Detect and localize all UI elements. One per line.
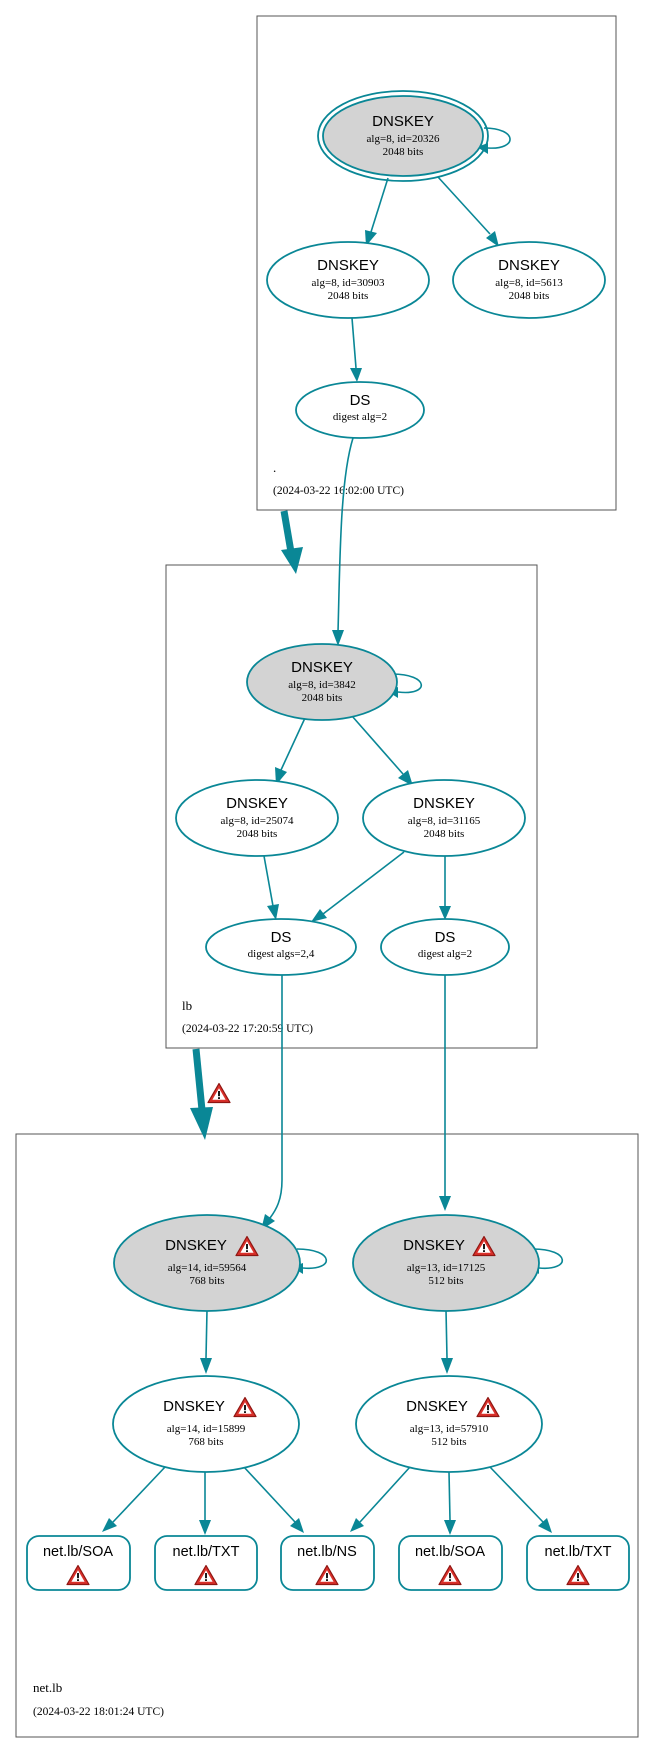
node-detail: digest algs=2,4 <box>248 948 315 960</box>
node-key-size: 2048 bits <box>509 290 550 302</box>
rrset-label: net.lb/TXT <box>545 1544 612 1560</box>
node-detail: digest alg=2 <box>333 411 387 423</box>
delegation-arrow-root-lb <box>280 510 303 574</box>
node-title: DNSKEY <box>413 795 475 812</box>
dnskey-node-root-ksk: DNSKEY alg=8, id=20326 2048 bits <box>317 90 489 182</box>
dnskey-node-root-zsk2: DNSKEY alg=8, id=5613 2048 bits <box>452 241 606 319</box>
rrset-label: net.lb/SOA <box>415 1544 485 1560</box>
edge-lb-ds1-net-ksk1 <box>261 975 283 1230</box>
node-key-size: 768 bits <box>189 1275 224 1287</box>
dnskey-node-lb-ksk: DNSKEY alg=8, id=3842 2048 bits <box>246 643 398 721</box>
rrset-node-soa-2: net.lb/SOA <box>398 1535 503 1591</box>
edge-net-ksk1-zsk1 <box>200 1309 212 1374</box>
node-detail: alg=8, id=30903 <box>312 277 385 289</box>
node-detail: alg=8, id=20326 <box>367 133 440 145</box>
node-key-size: 768 bits <box>188 1436 223 1448</box>
dnskey-node-net-zsk2: DNSKEY alg=13, id=57910 512 bits <box>355 1375 543 1473</box>
node-detail: alg=14, id=59564 <box>168 1262 247 1274</box>
node-title: DNSKEY <box>498 257 560 274</box>
edge-net-ksk2-zsk2 <box>441 1309 453 1374</box>
node-key-size: 2048 bits <box>383 146 424 158</box>
node-detail: alg=8, id=3842 <box>288 679 355 691</box>
zone-timestamp-root: (2024-03-22 16:02:00 UTC) <box>273 485 404 497</box>
delegation-warning-icon <box>207 1082 231 1104</box>
rrset-label: net.lb/NS <box>297 1544 357 1560</box>
node-key-size: 2048 bits <box>328 290 369 302</box>
edge-root-ksk-zsk1 <box>365 177 389 246</box>
node-title: DS <box>350 392 371 409</box>
dnskey-node-net-ksk1: DNSKEY alg=14, id=59564 768 bits <box>113 1214 301 1312</box>
node-title: DS <box>435 929 456 946</box>
edge-net-zsk1-ns <box>242 1465 304 1533</box>
node-title: DNSKEY <box>317 257 379 274</box>
node-key-size: 512 bits <box>431 1436 466 1448</box>
zone-timestamp-netlb: (2024-03-22 18:01:24 UTC) <box>33 1706 164 1718</box>
node-title: DNSKEY <box>226 795 288 812</box>
delegation-arrow-lb-netlb <box>190 1048 213 1140</box>
node-key-size: 2048 bits <box>237 828 278 840</box>
node-key-size: 2048 bits <box>424 828 465 840</box>
zone-name-lb: lb <box>182 998 192 1013</box>
edge-root-ds-lb-ksk <box>332 437 354 646</box>
edge-net-zsk2-txt2 <box>488 1465 552 1533</box>
edge-net-zsk1-txt1 <box>199 1472 211 1535</box>
rrset-label: net.lb/SOA <box>43 1544 113 1560</box>
node-title: DNSKEY <box>372 113 434 130</box>
node-detail: alg=14, id=15899 <box>167 1423 246 1435</box>
zone-name-netlb: net.lb <box>33 1680 62 1695</box>
rrset-node-soa-1: net.lb/SOA <box>26 1535 131 1591</box>
edge-lb-ksk-zsk2 <box>351 715 413 786</box>
zone-name-root: . <box>273 460 276 475</box>
edge-lb-ksk-zsk1 <box>275 717 306 785</box>
node-detail: alg=8, id=5613 <box>495 277 563 289</box>
zone-box-root <box>256 15 617 511</box>
rrset-node-ns: net.lb/NS <box>280 1535 375 1591</box>
rrset-node-txt-1: net.lb/TXT <box>154 1535 258 1591</box>
node-title: DNSKEY <box>291 659 353 676</box>
edge-net-zsk2-soa2 <box>444 1471 456 1535</box>
node-key-size: 2048 bits <box>302 692 343 704</box>
node-detail: alg=8, id=31165 <box>408 815 481 827</box>
node-detail: alg=13, id=57910 <box>410 1423 489 1435</box>
node-detail: alg=13, id=17125 <box>407 1262 486 1274</box>
edge-lb-zsk2-ds2 <box>439 856 451 920</box>
edge-root-zsk1-ds <box>350 317 362 382</box>
dnskey-node-net-ksk2: DNSKEY alg=13, id=17125 512 bits <box>352 1214 540 1312</box>
dnskey-node-net-zsk1: DNSKEY alg=14, id=15899 768 bits <box>112 1375 300 1473</box>
node-detail: alg=8, id=25074 <box>221 815 294 827</box>
ds-node-lb-2: DS digest alg=2 <box>380 918 510 976</box>
edge-lb-zsk2-ds1 <box>311 851 405 922</box>
dnskey-node-lb-zsk1: DNSKEY alg=8, id=25074 2048 bits <box>175 779 339 857</box>
zone-box-netlb <box>15 1133 639 1738</box>
node-title: DNSKEY <box>403 1237 465 1254</box>
node-key-size: 512 bits <box>428 1275 463 1287</box>
edge-net-zsk1-soa1 <box>102 1465 167 1532</box>
dnskey-node-lb-zsk2: DNSKEY alg=8, id=31165 2048 bits <box>362 779 526 857</box>
rrset-label: net.lb/TXT <box>173 1544 240 1560</box>
node-title: DNSKEY <box>406 1398 468 1415</box>
node-detail: digest alg=2 <box>418 948 472 960</box>
ds-node-root: DS digest alg=2 <box>295 381 425 439</box>
rrset-node-txt-2: net.lb/TXT <box>526 1535 630 1591</box>
edge-lb-zsk1-ds1 <box>263 855 279 920</box>
edge-lb-ds2-net-ksk2 <box>439 975 451 1211</box>
dnskey-node-root-zsk1: DNSKEY alg=8, id=30903 2048 bits <box>266 241 430 319</box>
zone-box-lb <box>165 564 538 1049</box>
ds-node-lb-1: DS digest algs=2,4 <box>205 918 357 976</box>
edge-root-ksk-zsk2 <box>437 176 499 247</box>
zone-timestamp-lb: (2024-03-22 17:20:59 UTC) <box>182 1023 313 1035</box>
node-title: DNSKEY <box>163 1398 225 1415</box>
edge-net-zsk2-ns <box>350 1466 411 1532</box>
node-title: DS <box>271 929 292 946</box>
node-title: DNSKEY <box>165 1237 227 1254</box>
